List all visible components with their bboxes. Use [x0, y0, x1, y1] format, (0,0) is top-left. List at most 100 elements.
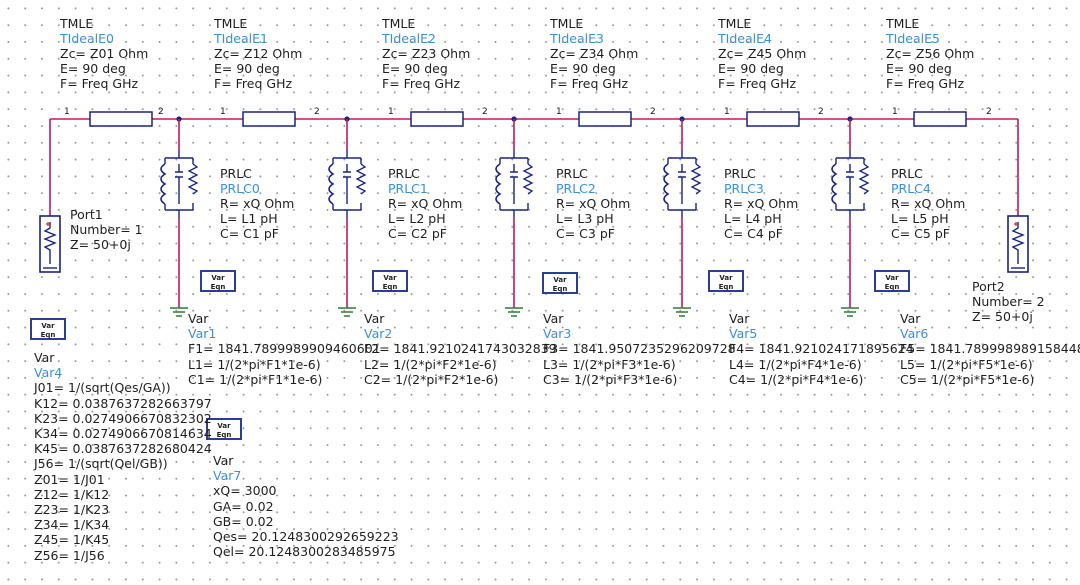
var-box-text: Var: [41, 322, 55, 330]
var-line: L3= 1/(2*pi*F3*1e-6): [543, 356, 676, 372]
var2-block[interactable]: Var Var2 F2= 1841.9210241743032839 L2= 1…: [364, 311, 557, 387]
prlc-c: C= C1 pF: [220, 226, 279, 241]
var3-block[interactable]: Var Var3 F3= 1841.9507235296209728 L3= 1…: [543, 311, 736, 387]
var-line: GB= 0.02: [213, 513, 274, 529]
pin-2-label: 2: [314, 107, 320, 117]
tmle-zc: Zc= Z56 Ohm: [886, 46, 975, 61]
tmle-e: E= 90 deg: [60, 61, 126, 76]
capacitor-symbol: [510, 164, 518, 204]
port-impedance: Z= 50+0j: [70, 237, 131, 252]
tmle-3-label[interactable]: TMLE TIdealE3 Zc= Z34 Ohm E= 90 deg F= F…: [550, 16, 638, 91]
eqn-box-text: Eqn: [382, 283, 398, 291]
var-line: Z12= 1/K12: [34, 486, 110, 502]
port-resistor: [1011, 222, 1025, 264]
tmle-2-label[interactable]: TMLE TIdealE2 Zc= Z23 Ohm E= 90 deg F= F…: [382, 16, 470, 91]
port-plus-sign: [1014, 222, 1018, 226]
prlc-l: L= L1 pH: [220, 211, 278, 226]
pin-1-label: 1: [220, 107, 226, 117]
prlc-name: PRLC2: [556, 181, 596, 196]
prlc-l: L= L2 pH: [388, 211, 446, 226]
prlc-r: R= xQ Ohm: [724, 196, 799, 211]
port-symbol: [39, 215, 61, 273]
var-line: GA= 0.02: [213, 498, 274, 514]
eqn-box-text: Eqn: [216, 431, 232, 439]
prlc-c: C= C4 pF: [724, 226, 783, 241]
eqn-box-text: Eqn: [718, 283, 734, 291]
tmle-0-label[interactable]: TMLE TIdealE0 Zc= Z01 Ohm E= 90 deg F= F…: [60, 16, 148, 91]
var-name: Var6: [900, 326, 929, 342]
var-line: L4= 1/(2*pi*F4*1e-6): [729, 356, 862, 372]
tmle-4-label[interactable]: TMLE TIdealE4 Zc= Z45 Ohm E= 90 deg F= F…: [718, 16, 806, 91]
port-number: Number= 1: [70, 222, 143, 237]
inductor-coil: [160, 163, 167, 205]
capacitor-symbol: [846, 164, 854, 204]
port1-label[interactable]: Port1 Number= 1 Z= 50+0j: [70, 207, 143, 252]
pin-1-label: 1: [892, 107, 898, 117]
tmle-f: F= Freq GHz: [60, 76, 139, 91]
pin-2-label: 2: [818, 107, 824, 117]
prlc-0-label[interactable]: PRLC PRLC0 R= xQ Ohm L= L1 pH C= C1 pF: [220, 166, 294, 241]
prlc-type: PRLC: [388, 166, 420, 181]
port2-label[interactable]: Port2 Number= 2 Z= 50+0j: [972, 279, 1045, 324]
var5-block[interactable]: Var Var5 F4= 1841.921024171895624 L4= 1/…: [729, 311, 914, 387]
var-line: L1= 1/(2*pi*F1*1e-6): [188, 356, 321, 372]
var1-block[interactable]: Var Var1 F1= 1841.7899989909460601 L1= 1…: [188, 311, 381, 387]
var7-block[interactable]: Var Var7 xQ= 3000 GA= 0.02 GB= 0.02 Qes=…: [213, 453, 399, 559]
var-line: K23= 0.0274906670832302: [34, 410, 212, 426]
var-box-text: Var: [211, 274, 225, 282]
prlc-3-label[interactable]: PRLC PRLC3 R= xQ Ohm L= L4 pH C= C4 pF: [724, 166, 798, 241]
tline-symbol: [242, 111, 296, 127]
var-name: Var4: [34, 365, 63, 381]
var-type: Var: [364, 311, 385, 326]
var-line: Z45= 1/K45: [34, 532, 110, 548]
var-line: Qes= 20.1248300292659223: [213, 529, 399, 545]
prlc-type: PRLC: [220, 166, 252, 181]
tmle-e: E= 90 deg: [382, 61, 448, 76]
ground-symbol: [170, 307, 188, 317]
tmle-name: TIdealE0: [60, 31, 114, 46]
prlc-top-lead: [332, 150, 362, 164]
tline-symbol: [89, 111, 153, 127]
pin-2-label: 2: [158, 107, 164, 117]
tmle-zc: Zc= Z23 Ohm: [382, 46, 471, 61]
prlc-r: R= xQ Ohm: [220, 196, 295, 211]
prlc-top-lead: [164, 150, 194, 164]
tline-symbol: [746, 111, 800, 127]
var6-block[interactable]: Var Var6 F5= 1841.7899989891584482 L5= 1…: [900, 311, 1080, 387]
ground-symbol: [673, 307, 691, 317]
prlc-name: PRLC1: [388, 181, 428, 196]
var-box-text: Var: [217, 422, 231, 430]
prlc-c: C= C2 pF: [388, 226, 447, 241]
var-line: C4= 1/(2*pi*F4*1e-6): [729, 371, 864, 387]
var-line: F5= 1841.7899989891584482: [900, 341, 1080, 357]
tmle-1-label[interactable]: TMLE TIdealE1 Zc= Z12 Ohm E= 90 deg F= F…: [214, 16, 302, 91]
pin-2-label: 2: [986, 107, 992, 117]
var-name: Var2: [364, 326, 393, 342]
capacitor-symbol: [343, 164, 351, 204]
var-type: Var: [543, 311, 564, 326]
var-type: Var: [188, 311, 209, 326]
var-line: F2= 1841.9210241743032839: [364, 341, 557, 357]
prlc-1-label[interactable]: PRLC PRLC1 R= xQ Ohm L= L2 pH C= C2 pF: [388, 166, 462, 241]
tmle-5-label[interactable]: TMLE TIdealE5 Zc= Z56 Ohm E= 90 deg F= F…: [886, 16, 974, 91]
prlc-4-label[interactable]: PRLC PRLC4 R= xQ Ohm L= L5 pH C= C5 pF: [891, 166, 965, 241]
capacitor-symbol: [678, 164, 686, 204]
prlc-2-label[interactable]: PRLC PRLC2 R= xQ Ohm L= L3 pH C= C3 pF: [556, 166, 630, 241]
tmle-zc: Zc= Z34 Ohm: [550, 46, 639, 61]
prlc-top-lead: [667, 150, 697, 164]
tline-symbol: [913, 111, 967, 127]
var-line: Z56= 1/J56: [34, 547, 105, 563]
pin-2-label: 2: [650, 107, 656, 117]
tmle-f: F= Freq GHz: [550, 76, 629, 91]
var4-block[interactable]: Var Var4 J01= 1/(sqrt(Qes/GA)) K12= 0.03…: [34, 350, 212, 563]
tmle-f: F= Freq GHz: [886, 76, 965, 91]
tmle-zc: Zc= Z45 Ohm: [718, 46, 807, 61]
tmle-zc: Zc= Z01 Ohm: [60, 46, 149, 61]
